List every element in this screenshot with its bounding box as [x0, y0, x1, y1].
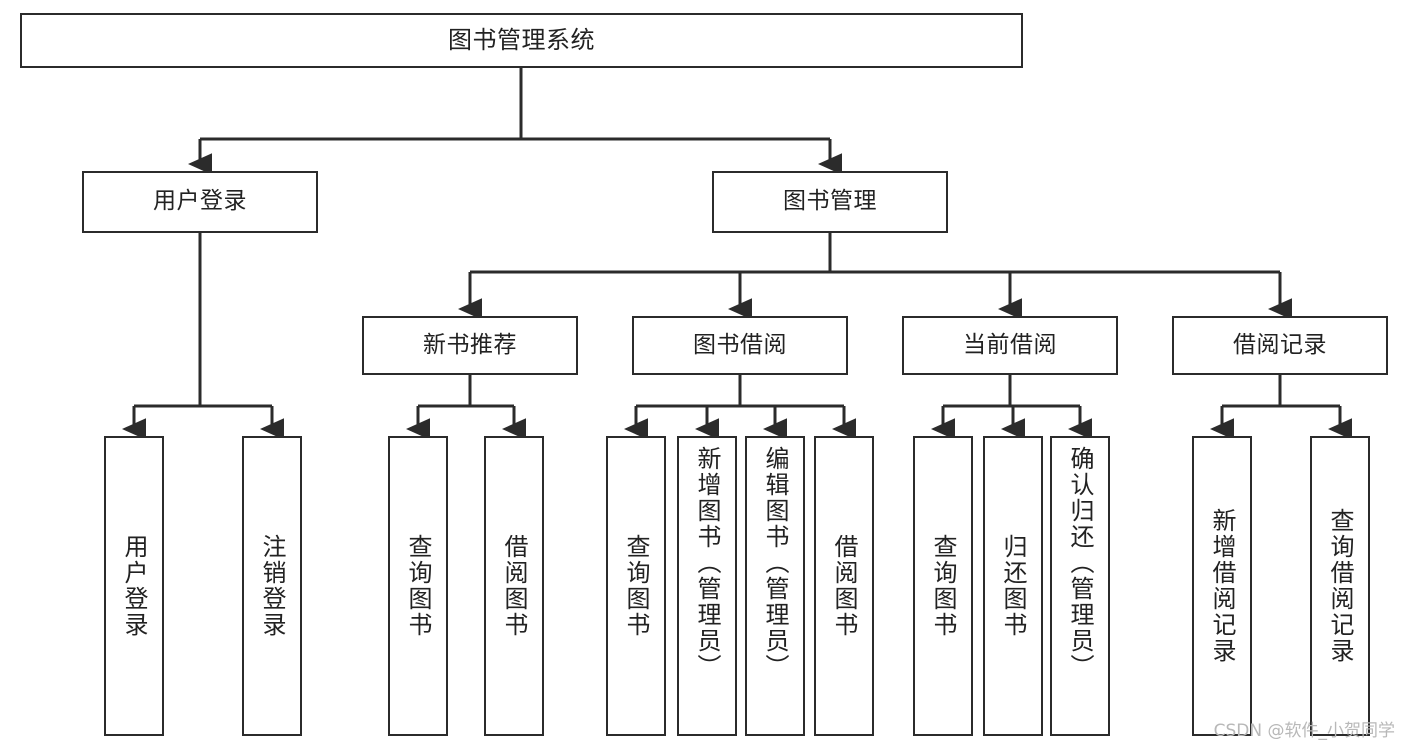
node-book-manage[interactable]: 图书管理 — [712, 171, 948, 233]
node-leaf-borrow-book[interactable]: 借阅图书 — [814, 436, 874, 736]
node-leaf-query-book-current-label: 查询图书 — [929, 534, 957, 638]
node-leaf-edit-book[interactable]: 编辑图书（管理员） — [745, 436, 805, 736]
node-leaf-borrow-book-rec-label: 借阅图书 — [500, 534, 528, 638]
node-book-borrow[interactable]: 图书借阅 — [632, 316, 848, 375]
node-leaf-logout-label: 注销登录 — [258, 534, 286, 638]
watermark: CSDN @软件_小贺同学 — [1213, 721, 1395, 741]
node-leaf-query-book-current[interactable]: 查询图书 — [913, 436, 973, 736]
node-leaf-query-book-borrow[interactable]: 查询图书 — [606, 436, 666, 736]
node-leaf-add-book-label: 新增图书（管理员） — [693, 446, 721, 680]
node-leaf-add-record-label: 新增借阅记录 — [1208, 508, 1236, 664]
node-user-login-label: 用户登录 — [153, 188, 247, 215]
node-leaf-borrow-book-rec[interactable]: 借阅图书 — [484, 436, 544, 736]
node-root[interactable]: 图书管理系统 — [20, 13, 1023, 68]
node-leaf-query-book-borrow-label: 查询图书 — [622, 534, 650, 638]
node-borrow-record-label: 借阅记录 — [1233, 331, 1327, 358]
node-root-label: 图书管理系统 — [448, 26, 595, 55]
node-leaf-query-record[interactable]: 查询借阅记录 — [1310, 436, 1370, 736]
node-leaf-query-book-rec[interactable]: 查询图书 — [388, 436, 448, 736]
node-leaf-confirm-return-label: 确认归还（管理员） — [1066, 446, 1094, 680]
node-user-login[interactable]: 用户登录 — [82, 171, 318, 233]
node-book-manage-label: 图书管理 — [783, 188, 877, 215]
node-leaf-confirm-return[interactable]: 确认归还（管理员） — [1050, 436, 1110, 736]
node-new-book-rec-label: 新书推荐 — [423, 331, 517, 358]
node-leaf-user-login[interactable]: 用户登录 — [104, 436, 164, 736]
node-leaf-edit-book-label: 编辑图书（管理员） — [761, 446, 789, 680]
node-leaf-user-login-label: 用户登录 — [120, 534, 148, 638]
node-leaf-return-book-label: 归还图书 — [999, 534, 1027, 638]
node-leaf-query-record-label: 查询借阅记录 — [1326, 508, 1354, 664]
node-leaf-borrow-book-label: 借阅图书 — [830, 534, 858, 638]
node-leaf-add-record[interactable]: 新增借阅记录 — [1192, 436, 1252, 736]
node-borrow-record[interactable]: 借阅记录 — [1172, 316, 1388, 375]
node-book-borrow-label: 图书借阅 — [693, 331, 787, 358]
node-current-borrow[interactable]: 当前借阅 — [902, 316, 1118, 375]
node-leaf-query-book-rec-label: 查询图书 — [404, 534, 432, 638]
node-leaf-return-book[interactable]: 归还图书 — [983, 436, 1043, 736]
node-leaf-add-book[interactable]: 新增图书（管理员） — [677, 436, 737, 736]
node-current-borrow-label: 当前借阅 — [963, 331, 1057, 358]
node-new-book-rec[interactable]: 新书推荐 — [362, 316, 578, 375]
node-leaf-logout[interactable]: 注销登录 — [242, 436, 302, 736]
